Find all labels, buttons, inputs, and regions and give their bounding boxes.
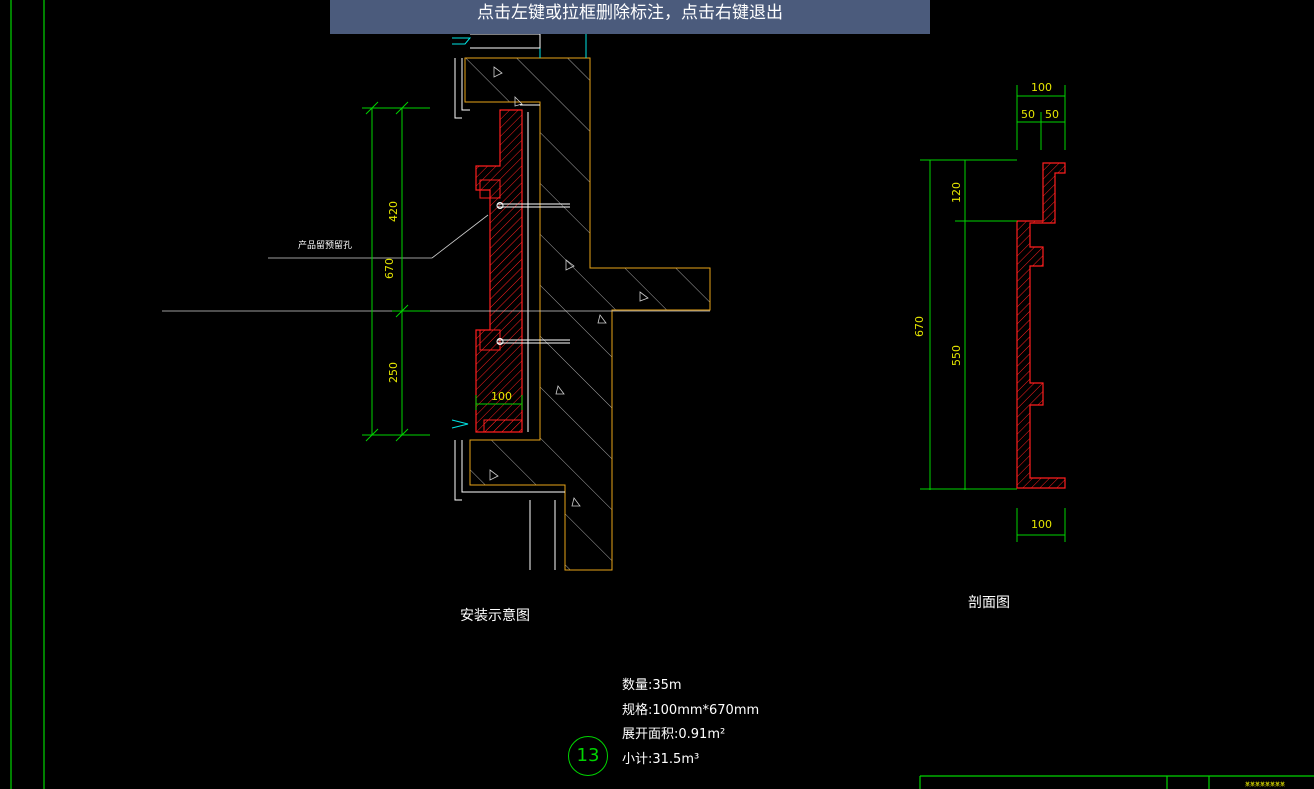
section-profile	[1016, 162, 1066, 489]
detail-number-circle: 13	[568, 736, 608, 776]
dim-section-top-width: 100	[1031, 81, 1052, 94]
dim-install-lower: 250	[387, 362, 400, 383]
dim-section-half-right: 50	[1045, 108, 1059, 121]
dim-section-upper: 120	[950, 182, 963, 203]
leader-note: 产品留预留孔	[298, 241, 353, 251]
wall-structure	[451, 33, 711, 571]
drawing-frame	[10, 0, 1314, 789]
dim-install-upper: 420	[387, 201, 400, 222]
dim-section-lower: 550	[950, 345, 963, 366]
install-dimensions	[362, 101, 523, 442]
install-view-title: 安装示意图	[460, 608, 530, 624]
dim-section-total: 670	[913, 316, 926, 337]
info-quantity: 数量:35m	[622, 678, 682, 693]
info-spec: 规格:100mm*670mm	[622, 703, 760, 718]
titleblock-text: 某某某某某某某某	[1245, 782, 1286, 788]
section-view-title: 剖面图	[968, 595, 1010, 611]
section-dimensions	[920, 85, 1066, 542]
dim-install-width: 100	[491, 390, 512, 403]
command-hint-bar: 点击左键或拉框删除标注，点击右键退出	[330, 0, 930, 34]
info-subtotal: 小计:31.5m³	[622, 752, 700, 767]
dim-section-half-left: 50	[1021, 108, 1035, 121]
info-area: 展开面积:0.91m²	[622, 727, 726, 742]
install-cornice-profile	[475, 109, 523, 433]
anchor-bolts	[496, 202, 570, 345]
leader-lines	[162, 214, 710, 312]
dim-section-bottom-width: 100	[1031, 518, 1052, 531]
dim-install-total: 670	[383, 258, 396, 279]
